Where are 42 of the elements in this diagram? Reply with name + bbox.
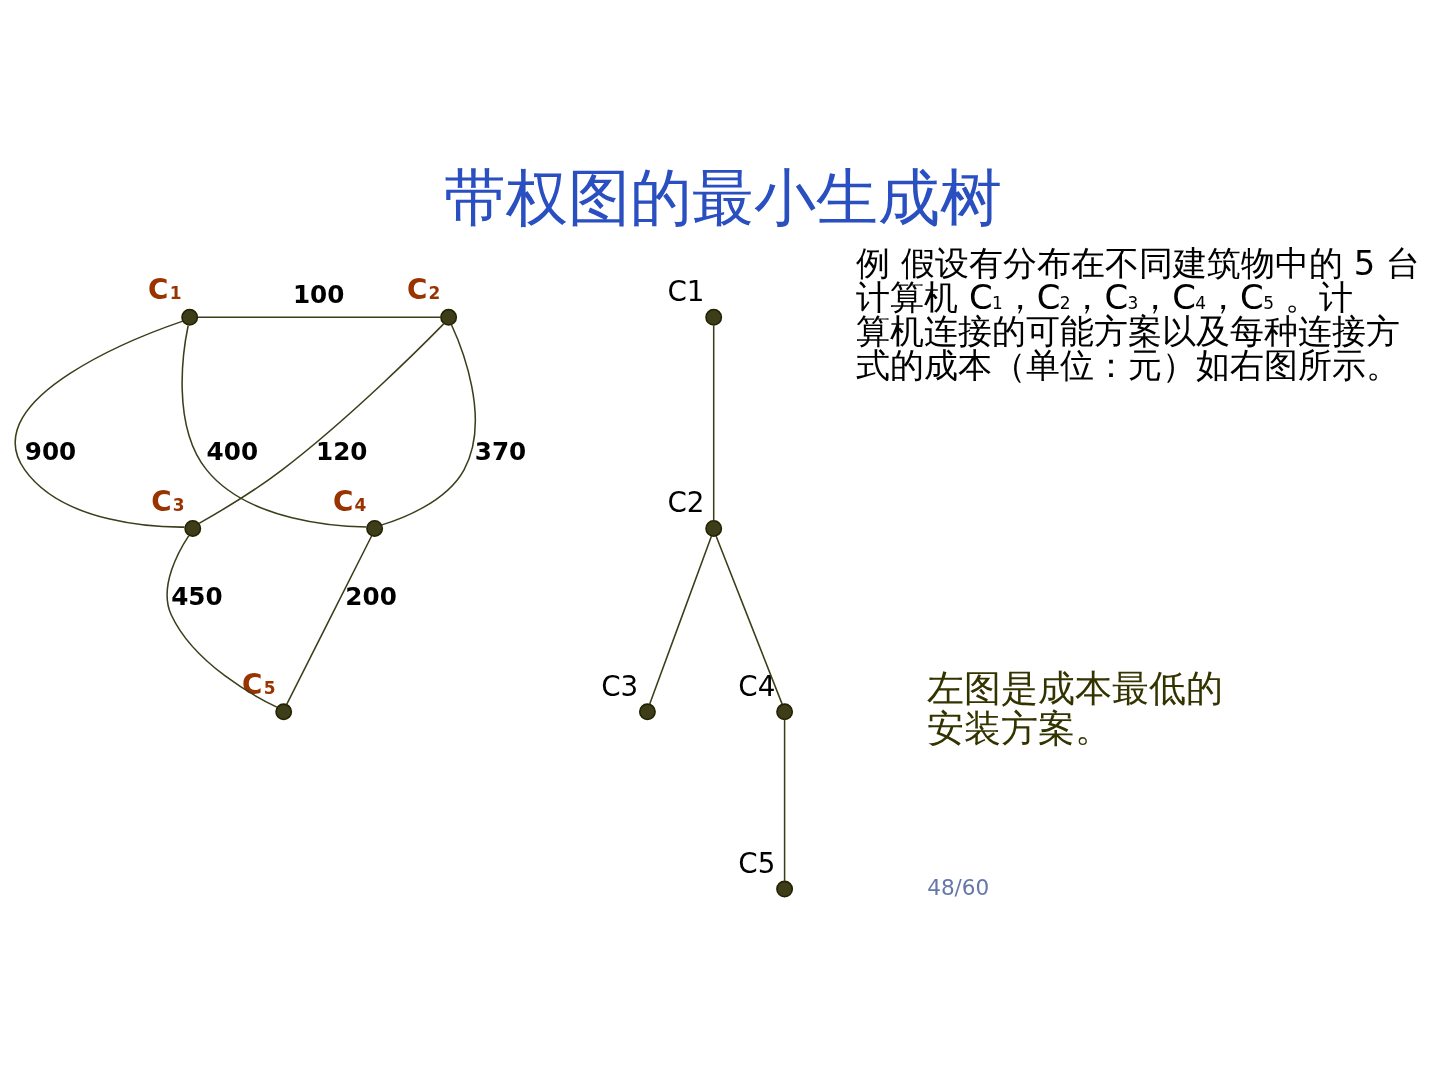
node-label: C4 (738, 669, 776, 703)
connector (15, 320, 186, 528)
edge-label: 100 (292, 280, 345, 310)
connector (196, 316, 442, 319)
edge-label: 900 (24, 437, 77, 467)
edge-label: 450 (171, 582, 223, 612)
node-circle (275, 703, 293, 721)
node-label: C1 (667, 274, 705, 308)
node-label: C5 (242, 667, 276, 701)
node-circle (181, 308, 199, 326)
connector (286, 535, 373, 705)
node-circle (184, 519, 202, 537)
node-circle (440, 308, 458, 326)
label: 48/60 (927, 874, 990, 900)
node-circle (705, 308, 723, 326)
diagram-title: 带权图的最小生成树 (444, 161, 1003, 234)
connector (198, 323, 445, 525)
node-circle (638, 703, 656, 721)
connector (783, 718, 786, 882)
node-circle (776, 880, 794, 898)
label: 例 假设有分布在不同建筑物中的 5 台计算机 C1，C2，C3，C4，C5 。计算机连接的可能方案以及每种连接方式的成本（单位：元）如右图所示。 (856, 244, 1421, 385)
node-circle (705, 519, 723, 537)
node-label: C4 (333, 484, 367, 518)
edge-label: 120 (316, 437, 368, 467)
connector (648, 535, 713, 705)
edge-label: 400 (206, 437, 259, 467)
node-label: C1 (148, 273, 182, 307)
connector (712, 324, 715, 522)
edge-label: 370 (474, 437, 527, 467)
connector (381, 323, 476, 526)
connector (166, 534, 278, 708)
node-label: C2 (667, 486, 705, 520)
node-circle (776, 703, 794, 721)
node-label: C3 (151, 484, 185, 518)
node-label: C5 (738, 846, 776, 880)
node-circle (366, 519, 384, 537)
edge-label: 200 (345, 582, 397, 612)
node-label: C3 (601, 669, 639, 703)
label: 左图是成本最低的安装方案。 (927, 667, 1224, 751)
connector (715, 535, 783, 705)
connector (181, 324, 368, 528)
node-label: C2 (407, 273, 441, 307)
